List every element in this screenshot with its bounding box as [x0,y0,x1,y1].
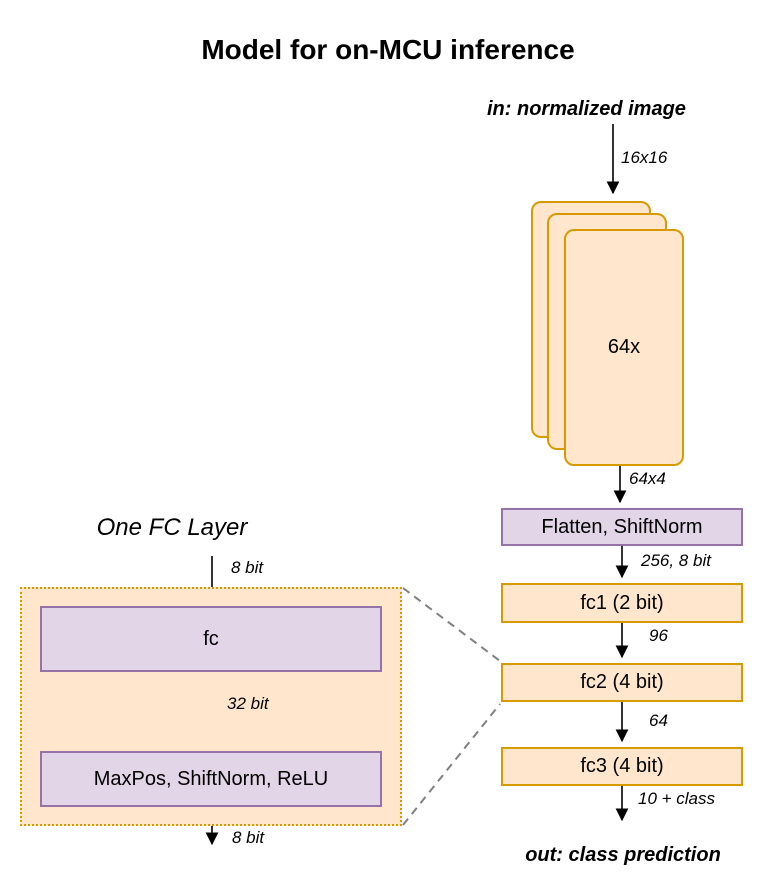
zoom-guide-top [402,587,501,662]
block-maxpos-shiftnorm-relu-label: MaxPos, ShiftNorm, ReLU [93,767,329,790]
block-fc2-label: fc2 (4 bit) [580,671,664,693]
block-fc1-label: fc1 (2 bit) [580,591,664,614]
block-fc-label: fc [203,627,219,650]
output-label: out: class prediction [525,844,721,866]
block-fc3-label: fc3 (4 bit) [580,755,664,777]
edge-label-detail-mid: 32 bit [227,694,269,713]
diagram-title: Model for on-MCU inference [201,34,575,65]
block-fc1: fc1 (2 bit) [501,583,743,623]
block-fc: fc [40,606,382,672]
zoom-guide-bottom [402,703,501,826]
block-fc2: fc2 (4 bit) [501,663,743,702]
edge-label-fc1-out: 96 [649,626,668,645]
block-flatten-shiftnorm-label: Flatten, ShiftNorm [541,515,703,538]
edge-label-fc3-out: 10 + class [638,789,716,808]
edge-label-fc2-out: 64 [649,711,668,730]
edge-label-stack-out: 64x4 [629,469,666,488]
block-flatten-shiftnorm: Flatten, ShiftNorm [501,508,743,546]
block-maxpos-shiftnorm-relu: MaxPos, ShiftNorm, ReLU [40,751,382,807]
input-label: in: normalized image [487,98,686,120]
edge-label-detail-out: 8 bit [232,828,265,847]
edge-label-detail-in: 8 bit [231,558,264,577]
fc-detail-title: One FC Layer [96,514,248,541]
conv-stack-label: 64x [607,336,641,358]
conv-stack-card-front: 64x [564,229,684,466]
edge-label-input-size: 16x16 [621,148,668,167]
edge-label-flatten-out: 256, 8 bit [641,551,711,570]
block-fc3: fc3 (4 bit) [501,747,743,786]
